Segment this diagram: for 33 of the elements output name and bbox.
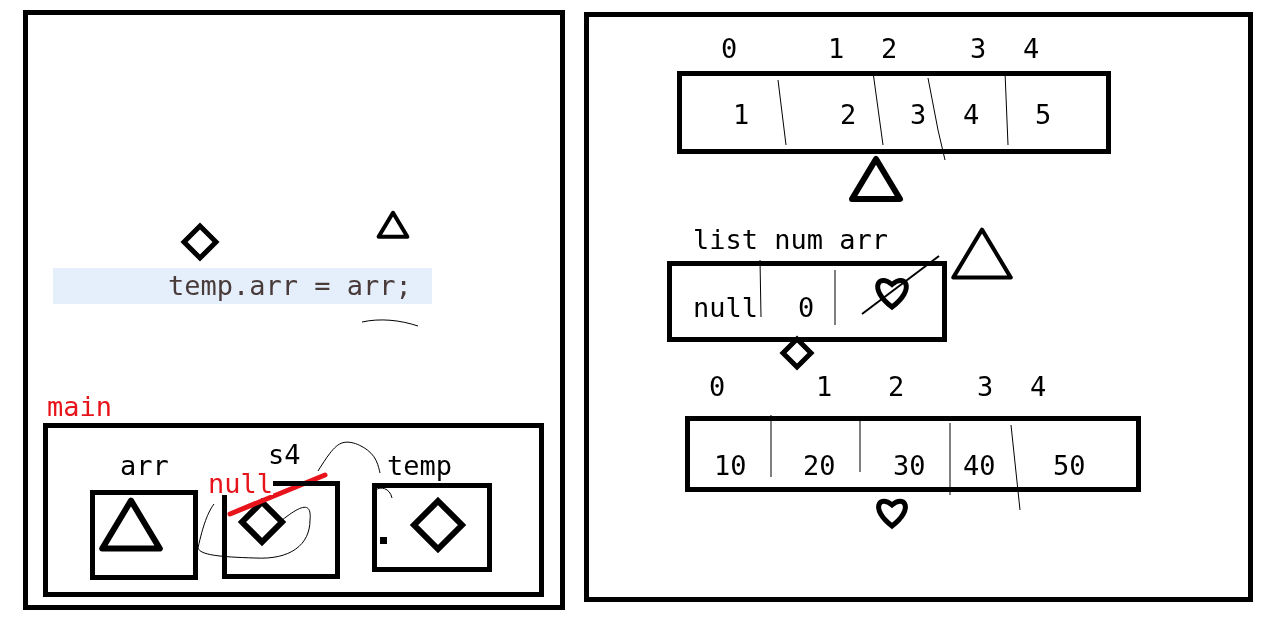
index-number: 4 xyxy=(1023,34,1040,64)
field-value: 0 xyxy=(798,293,815,323)
variable-name: arr xyxy=(120,451,169,481)
index-number: 2 xyxy=(881,34,898,64)
index-number: 1 xyxy=(816,372,833,402)
scribble-connector xyxy=(317,441,381,474)
panel xyxy=(584,12,1253,602)
index-number: 3 xyxy=(970,34,987,64)
array-cell-value: 40 xyxy=(963,451,996,481)
index-number: 1 xyxy=(828,34,845,64)
array-cell-value: 10 xyxy=(714,451,747,481)
index-number: 4 xyxy=(1030,372,1047,402)
array-box xyxy=(685,416,1141,492)
panel xyxy=(23,10,565,610)
array-cell-value: 5 xyxy=(1035,100,1052,130)
null-value: null xyxy=(208,473,274,495)
array-box xyxy=(677,71,1111,154)
array-cell-value: 20 xyxy=(803,451,836,481)
field-names: list num arr xyxy=(693,225,889,255)
array-cell-value: 2 xyxy=(840,100,857,130)
array-cell-value: 4 xyxy=(963,100,980,130)
index-number: 3 xyxy=(977,372,994,402)
variable-name: s4 xyxy=(268,440,301,470)
variable-name: temp xyxy=(387,451,453,481)
index-number: 0 xyxy=(709,372,726,402)
array-cell-value: 50 xyxy=(1053,451,1086,481)
index-number: 0 xyxy=(721,34,738,64)
index-number: 2 xyxy=(888,372,905,402)
array-cell-value: 3 xyxy=(910,100,927,130)
frame-title: main xyxy=(47,392,113,422)
field-value: null xyxy=(693,293,759,323)
array-cell-value: 1 xyxy=(733,100,750,130)
array-cell-value: 30 xyxy=(893,451,926,481)
